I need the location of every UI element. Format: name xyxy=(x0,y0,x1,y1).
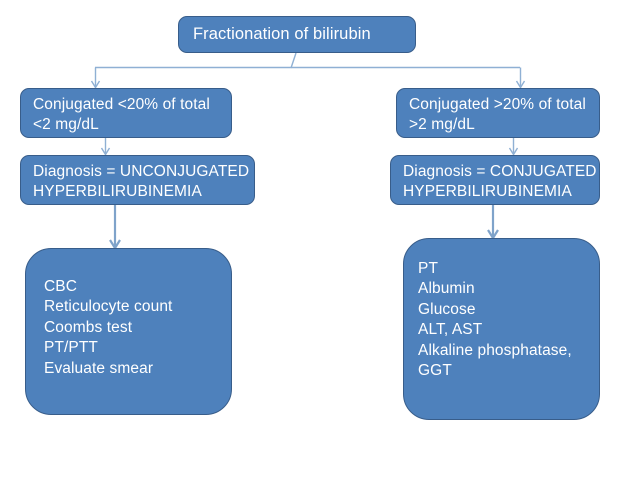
connector-root-stub xyxy=(290,52,297,69)
node-fractionation-of-bilirubin[interactable]: Fractionation of bilirubin xyxy=(178,16,416,53)
arrowhead-right-criteria xyxy=(515,80,526,89)
arrowhead-right-diagnosis xyxy=(508,147,519,156)
node-left-criteria-unconjugated[interactable]: Conjugated <20% of total <2 mg/dL xyxy=(20,88,232,138)
node-right-diagnosis-conjugated-hyperbilirubinemia[interactable]: Diagnosis = CONJUGATED HYPERBILIRUBINEMI… xyxy=(390,155,600,205)
arrowhead-right-workup xyxy=(487,229,499,241)
node-left-workup-tests[interactable]: CBC Reticulocyte count Coombs test PT/PT… xyxy=(25,248,232,415)
arrowhead-left-diagnosis xyxy=(100,147,111,156)
node-left-diagnosis-unconjugated-hyperbilirubinemia[interactable]: Diagnosis = UNCONJUGATED HYPERBILIRUBINE… xyxy=(20,155,255,205)
arrowhead-left-workup xyxy=(109,239,121,251)
node-right-criteria-conjugated[interactable]: Conjugated >20% of total >2 mg/dL xyxy=(396,88,600,138)
arrowhead-left-criteria xyxy=(90,80,101,89)
node-right-workup-tests[interactable]: PT Albumin Glucose ALT, AST Alkaline pho… xyxy=(403,238,600,420)
